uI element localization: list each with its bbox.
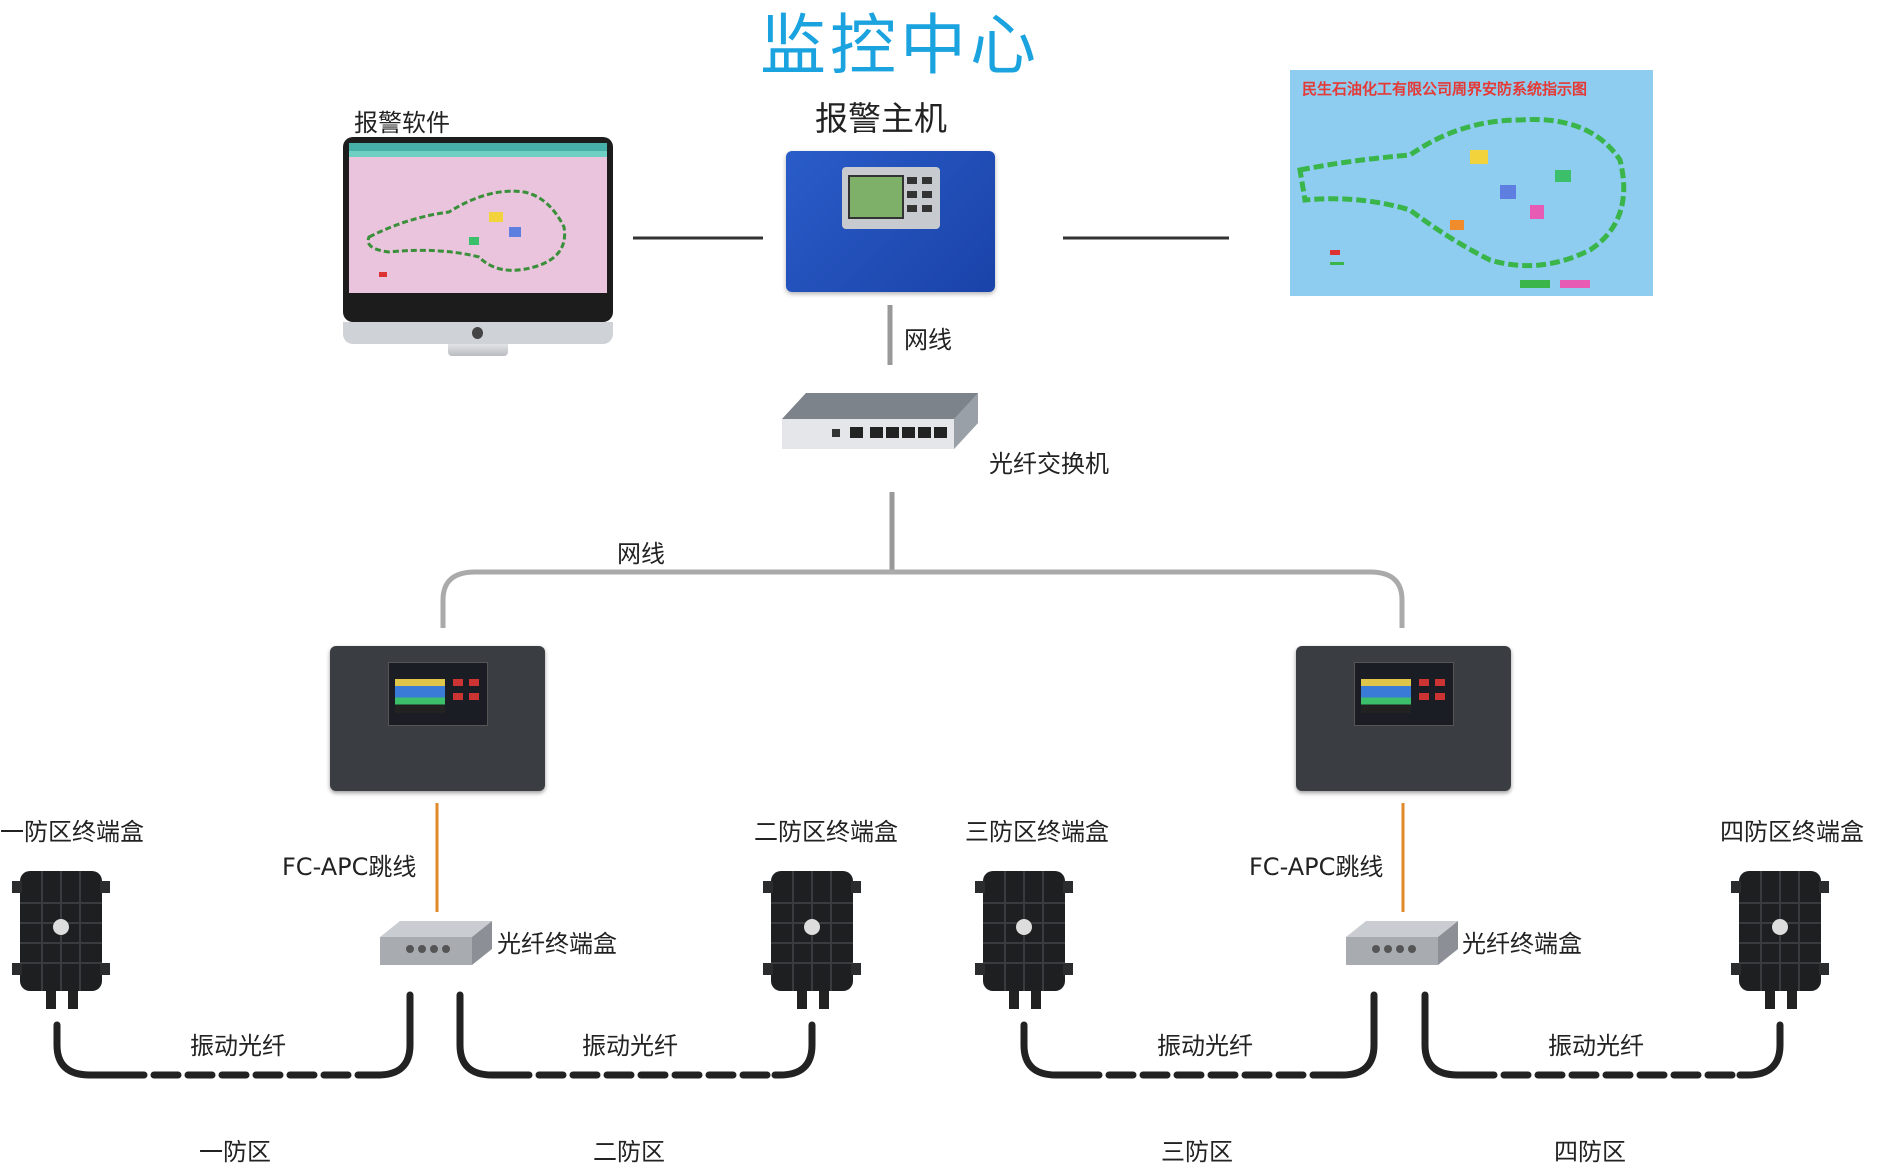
alarm-host-label: 报警主机 — [815, 99, 947, 138]
switch-label: 光纤交换机 — [989, 450, 1109, 478]
net-cable-mid-label: 网线 — [617, 540, 665, 568]
alarm-host-device — [786, 151, 995, 292]
fiber-box-right-label: 光纤终端盒 — [1462, 930, 1582, 958]
fiber-solid-z2-a — [456, 991, 509, 1079]
zone-label-3: 三防区 — [1161, 1138, 1233, 1166]
zone-label-1: 一防区 — [199, 1138, 271, 1166]
terminal-label-2: 二防区终端盒 — [754, 818, 898, 846]
fiber-solid-z1-a — [53, 1021, 124, 1079]
map-panel-drawing — [1297, 117, 1627, 288]
zone-label-4: 四防区 — [1554, 1138, 1626, 1166]
fiber-solid-z1-b — [368, 991, 414, 1079]
terminal-label-3: 三防区终端盒 — [965, 818, 1109, 846]
controller-left — [330, 646, 545, 791]
zone-terminal-enclosure — [1731, 863, 1829, 1013]
alarm-host-panel — [842, 167, 940, 229]
map-panel-title: 民生石油化工有限公司周界安防系统指示图 — [1302, 80, 1588, 98]
fiber-terminal-box-right — [1346, 917, 1458, 967]
apple-logo-icon — [472, 327, 483, 339]
fiber-box-left-label: 光纤终端盒 — [497, 930, 617, 958]
fc-apc-right-label: FC-APC跳线 — [1249, 853, 1384, 881]
vib-fiber-label-1: 振动光纤 — [190, 1032, 286, 1060]
monitor-map-thumbnail — [366, 189, 567, 277]
controller-left-screen — [388, 662, 488, 726]
fiber-solid-z3-a — [1020, 1021, 1079, 1079]
vib-fiber-label-3: 振动光纤 — [1157, 1032, 1253, 1060]
controller-right-screen — [1354, 662, 1454, 726]
zone-terminal-enclosure — [12, 863, 110, 1013]
alarm-software-label: 报警软件 — [354, 109, 450, 137]
monitor — [343, 137, 613, 356]
zone-terminal-enclosure — [975, 863, 1073, 1013]
vib-fiber-label-2: 振动光纤 — [582, 1032, 678, 1060]
fiber-switch — [782, 389, 978, 479]
fiber-solid-z4-a — [1421, 991, 1474, 1079]
diagram-title: 监控中心 — [760, 7, 1040, 84]
monitor-screen — [349, 143, 607, 293]
vib-fiber-label-4: 振动光纤 — [1548, 1032, 1644, 1060]
link-branch — [440, 569, 1405, 628]
fiber-solid-z3-b — [1331, 991, 1378, 1079]
map-panel: 民生石油化工有限公司周界安防系统指示图 — [1290, 70, 1653, 296]
alarm-host-screen — [848, 175, 904, 219]
zone-terminal-enclosure — [763, 863, 861, 1013]
zone-label-2: 二防区 — [593, 1138, 665, 1166]
fiber-solid-z2-b — [771, 1021, 816, 1079]
fiber-terminal-box-left — [380, 917, 492, 967]
fc-apc-left-label: FC-APC跳线 — [282, 853, 417, 881]
controller-right — [1296, 646, 1511, 791]
terminal-label-4: 四防区终端盒 — [1720, 818, 1864, 846]
fiber-solid-z4-b — [1736, 1021, 1784, 1079]
net-cable-top-label: 网线 — [904, 326, 952, 354]
terminal-label-1: 一防区终端盒 — [0, 818, 144, 846]
